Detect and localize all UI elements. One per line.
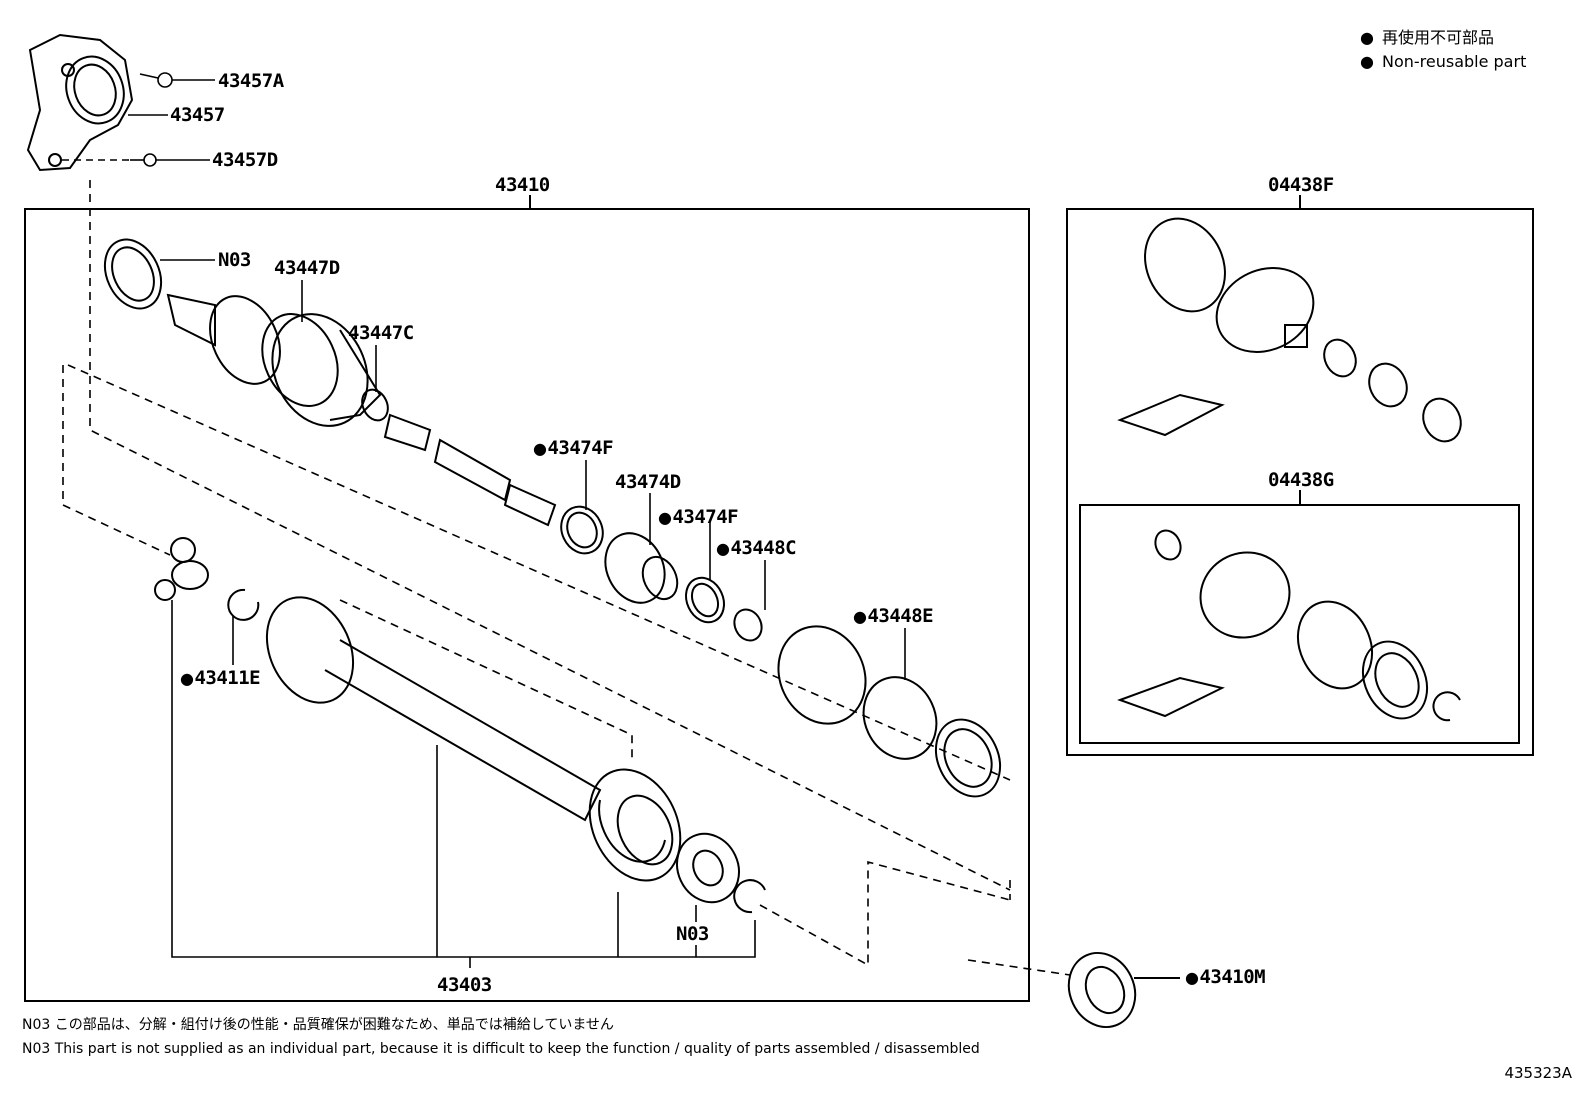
- label-43474F-b[interactable]: 43474F: [658, 507, 738, 528]
- label-N03-lower[interactable]: N03: [676, 923, 709, 945]
- label-N03-upper[interactable]: N03: [218, 249, 251, 271]
- label-43410[interactable]: 43410: [495, 174, 550, 196]
- label-43448C[interactable]: 43448C: [716, 538, 796, 559]
- label-43457D[interactable]: 43457D: [212, 149, 278, 171]
- note-japanese: N03 この部品は、分解・組付け後の性能・品質確保が困難なため、単品では補給して…: [22, 1017, 614, 1033]
- kit-04438G-parts: [1117, 529, 1461, 722]
- label-04438F[interactable]: 04438F: [1268, 174, 1334, 196]
- label-43411E[interactable]: 43411E: [180, 668, 260, 689]
- legend-english-text: Non-reusable part: [1381, 52, 1527, 71]
- label-43403[interactable]: 43403: [437, 974, 492, 996]
- label-43457[interactable]: 43457: [170, 104, 225, 126]
- label-43474F-a[interactable]: 43474F: [533, 438, 613, 459]
- label-43447C[interactable]: 43447C: [348, 322, 414, 344]
- frame-43410: [24, 208, 1030, 1002]
- bearing-bracket-part: [26, 33, 134, 172]
- legend-japanese-text: 再使用不可部品: [1381, 28, 1494, 47]
- diagram-code: 435323A: [1504, 1064, 1572, 1082]
- note-english: N03 This part is not supplied as an indi…: [22, 1041, 980, 1057]
- label-43410M[interactable]: 43410M: [1185, 967, 1265, 988]
- non-reusable-dot-icon: ●: [1360, 28, 1374, 47]
- kit-04438F-parts: [1117, 217, 1462, 443]
- label-43447D[interactable]: 43447D: [274, 257, 340, 279]
- legend-japanese: ● 再使用不可部品: [1360, 28, 1494, 48]
- label-43457A[interactable]: 43457A: [218, 70, 284, 92]
- boot-clamps: [560, 505, 1002, 798]
- label-43474D[interactable]: 43474D: [615, 471, 681, 493]
- label-43448E[interactable]: 43448E: [853, 606, 933, 627]
- inner-shaft-part: [154, 537, 766, 914]
- non-reusable-dot-icon: ●: [1360, 52, 1374, 71]
- label-04438G[interactable]: 04438G: [1268, 469, 1334, 491]
- legend-english: ● Non-reusable part: [1360, 52, 1526, 72]
- outer-shaft-part: [103, 238, 557, 527]
- bearing-43410M-part: [1067, 952, 1180, 1028]
